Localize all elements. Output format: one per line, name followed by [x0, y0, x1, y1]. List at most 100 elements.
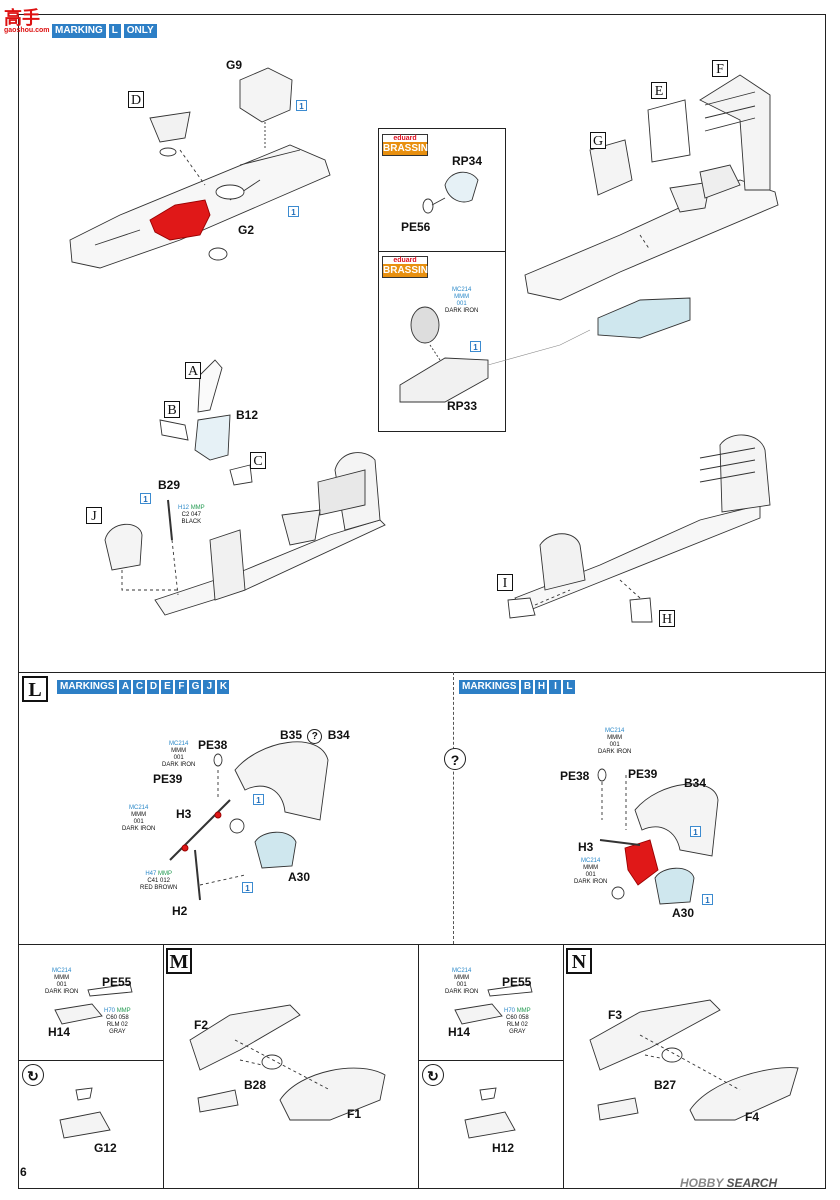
label-h2-l: H2	[172, 904, 188, 918]
paint-name: DARK IRON	[598, 749, 632, 755]
section-divider-h1	[18, 672, 826, 673]
rotate-icon-n: ↻	[422, 1064, 444, 1086]
markings-l-g: G	[189, 680, 202, 694]
label-h: H	[659, 610, 675, 627]
label-c: C	[250, 452, 266, 469]
seat-mid-left	[281, 509, 321, 546]
part-b28-tray	[197, 1089, 239, 1113]
marking-only-badge: MARKING L ONLY	[52, 23, 157, 39]
label-b35-l: B35 ? B34	[280, 728, 350, 744]
markings-l-d: D	[147, 680, 160, 694]
markings-l: MARKINGS A C D E F G J K	[57, 680, 230, 694]
markings-l-f: F	[175, 680, 188, 694]
part-f2-housing	[189, 1004, 301, 1071]
label-b34-alt: B34	[327, 728, 350, 742]
paint-code: MC214	[52, 968, 72, 974]
label-pe56: PE56	[401, 220, 431, 234]
paint-code-b29: H12	[178, 505, 190, 511]
markings-right-l: L	[563, 680, 576, 694]
part-pe55-n	[487, 983, 533, 997]
paint-callout-pe38-r: MC214 MMM 001 DARK IRON	[598, 728, 631, 756]
label-b: B	[164, 401, 180, 418]
paint-code: MC214	[129, 805, 149, 811]
paint-callout-h3-r: MC214 MMM 001 DARK IRON	[574, 858, 607, 886]
section-divider-m-left	[163, 944, 164, 1189]
step-m-badge: M	[166, 948, 192, 974]
qty-rp33: 1	[470, 341, 481, 352]
label-pe55-n: PE55	[502, 975, 532, 989]
paint-line3: 001	[56, 982, 67, 988]
paint-line3: C60	[505, 1015, 517, 1021]
paint-line4: 058	[118, 1015, 129, 1021]
brassin-brand-text-2: BRASSIN	[383, 264, 429, 277]
qty-b29: 1	[140, 493, 151, 504]
brassin-logo-bottom: eduard BRASSIN	[382, 256, 428, 278]
part-g-panel	[589, 139, 633, 196]
label-pe38-l: PE38	[198, 738, 228, 752]
label-rp34: RP34	[452, 154, 483, 168]
label-b35: B35	[280, 728, 303, 742]
part-b-bracket	[159, 419, 189, 441]
qty-b34-r: 1	[690, 826, 701, 837]
paint-code: MC214	[452, 287, 472, 293]
watermark-suffix: SEARCH	[726, 1176, 778, 1190]
paint-callout-h2-l: H47 MMP C41 012 RED BROWN	[140, 871, 177, 892]
markings-l-k: K	[217, 680, 230, 694]
label-pe38-r: PE38	[560, 769, 590, 783]
paint-line3-b29: C2	[181, 512, 190, 518]
paint-name: RED BROWN	[140, 885, 178, 891]
part-b34-cover	[634, 783, 719, 857]
paint-code: MC214	[581, 858, 601, 864]
paint-code: H47	[145, 871, 157, 877]
site-logo: 高手 gaoshou.com	[4, 4, 50, 34]
question-icon-small: ?	[307, 729, 323, 744]
label-pe39-r: PE39	[628, 767, 658, 781]
label-i: I	[497, 574, 513, 591]
marking-only-letter: L	[107, 23, 122, 39]
part-f4-cowling	[689, 1067, 799, 1121]
paint-line2: MMM	[607, 735, 623, 741]
label-f1: F1	[347, 1107, 362, 1121]
paint-name-b29: BLACK	[181, 519, 202, 525]
paint-line2: MMM	[454, 294, 470, 300]
qty-h2-l: 1	[242, 882, 253, 893]
paint-line3: 001	[456, 982, 467, 988]
part-g9	[239, 67, 293, 123]
paint-callout-pe38-l: MC214 MMM 001 DARK IRON	[162, 741, 195, 769]
rp33-bowl	[410, 306, 440, 344]
label-b29: B29	[158, 478, 181, 492]
paint-line2: MMP	[116, 1008, 131, 1014]
label-f4: F4	[745, 1110, 760, 1124]
brassin-brand-text: BRASSIN	[383, 142, 429, 155]
paint-line2-b29: MMP	[190, 505, 205, 511]
section-divider-v1	[453, 672, 454, 944]
part-f1-cowling	[279, 1067, 386, 1121]
floor-g2-red-part	[149, 199, 211, 241]
paint-name: RLM 02	[106, 1022, 128, 1028]
qty-g9: 1	[296, 100, 307, 111]
label-h12: H12	[492, 1141, 515, 1155]
label-b34-r: B34	[684, 776, 707, 790]
paint-name2: GRAY	[509, 1029, 526, 1035]
paint-line3: 001	[609, 742, 620, 748]
label-h14-n: H14	[448, 1025, 471, 1039]
bulkhead-mid-left	[209, 529, 246, 601]
rotate-icon-m: ↻	[22, 1064, 44, 1086]
paint-callout-h14-n: H70 MMP C60 058 RLM 02 GRAY	[504, 1008, 531, 1036]
paint-line2: MMM	[454, 975, 470, 981]
part-right-box	[699, 164, 741, 199]
markings-right-h: H	[535, 680, 548, 694]
part-f-armor	[699, 74, 771, 191]
page-number: 6	[20, 1165, 27, 1179]
part-c-bracket	[229, 464, 253, 486]
paint-name: DARK IRON	[445, 989, 479, 995]
part-b29-lever	[167, 499, 173, 541]
step-n-badge: N	[566, 948, 592, 974]
part-pe55-m	[87, 983, 133, 997]
paint-line4-b29: 047	[191, 512, 202, 518]
label-g2: G2	[238, 223, 255, 237]
label-b27: B27	[654, 1078, 677, 1092]
label-rp33: RP33	[447, 399, 478, 413]
part-g12-piece	[59, 1111, 111, 1139]
markings-l-a: A	[119, 680, 132, 694]
